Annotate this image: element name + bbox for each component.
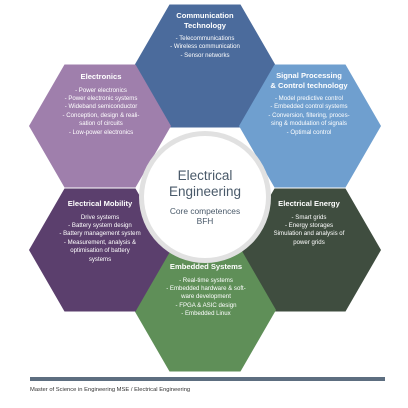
hex-energy-item: Simulation and analysis of — [273, 230, 345, 238]
footer-text: Master of Science in Engineering MSE / E… — [30, 387, 191, 393]
hex-signal-title-line: & Control technology — [270, 80, 348, 90]
hex-energy-item: power grids — [293, 238, 325, 246]
hex-electronics-title-line: Electronics — [80, 72, 122, 81]
center-subtitle-line1: Core competences — [169, 206, 241, 216]
hex-electronics-text: Electronics - Power electronics- Power e… — [44, 72, 158, 137]
center-title-line2: Engineering — [168, 184, 242, 199]
hex-energy-title-line: Electrical Energy — [278, 199, 340, 208]
hex-mobility-text: Electrical Mobility Drive systems- Batte… — [42, 199, 158, 264]
hex-communication-item: - Sensor networks — [180, 51, 230, 59]
hex-mobility-item: systems — [88, 255, 112, 263]
hex-electronics-item: - Conception, design & reali- — [62, 111, 140, 119]
hex-embedded-text: Embedded Systems - Real-time systems- Em… — [150, 262, 262, 319]
hexagon-communication — [134, 4, 276, 128]
hex-signal-text: Signal Processing& Control technology - … — [246, 71, 372, 137]
hexagon-mobility — [29, 188, 171, 312]
hex-electronics-items: - Power electronics- Power electronic sy… — [44, 87, 158, 137]
center-circle: Electrical Engineering Core competences … — [144, 136, 266, 258]
hexagon-electronics — [29, 64, 171, 188]
hex-signal-item: - Model predictive control — [274, 95, 344, 102]
hex-communication-item: - Telecommunications — [175, 35, 235, 42]
hex-electronics-item: - Power electronic systems — [64, 94, 138, 102]
hex-embedded-items: - Real-time systems- Embedded hardware &… — [150, 277, 262, 319]
hex-mobility-title: Electrical Mobility — [42, 199, 158, 209]
hex-embedded-title-line: Embedded Systems — [169, 262, 243, 271]
hex-signal-title-line: Signal Processing — [276, 71, 342, 80]
hex-mobility-item: optimisation of battery — [70, 247, 130, 255]
hex-embedded-item: ware development — [181, 293, 231, 301]
hexagon-embedded — [134, 248, 276, 372]
hex-energy-item: - Smart grids — [291, 213, 327, 221]
center-subtitle: Core competences BFH — [170, 206, 240, 226]
hex-embedded-title: Embedded Systems — [150, 262, 262, 272]
hex-signal-item: sing & modulation of signals — [271, 120, 347, 128]
hex-mobility-item: - Battery management system — [59, 230, 141, 238]
hex-electronics-item: - Low-power electronics — [68, 128, 134, 136]
center-title: Electrical Engineering — [169, 168, 241, 200]
hex-signal-item: - Conversion, filtering, proces- — [268, 111, 350, 119]
hex-energy-item: - Energy storages — [284, 221, 334, 229]
hex-mobility-title-line: Electrical Mobility — [67, 199, 133, 208]
hex-signal-item: - Optimal control — [286, 128, 332, 136]
hex-energy-title: Electrical Energy — [252, 199, 366, 209]
hex-communication-title-line: Technology — [183, 20, 227, 30]
hex-communication-title-line: Communication — [176, 11, 234, 20]
hex-signal-item: - Embedded control systems — [270, 103, 348, 111]
hex-electronics-title: Electronics — [44, 72, 158, 82]
hex-electronics-item: - Power electronics — [75, 86, 127, 94]
hex-embedded-item: - FPGA & ASIC design — [175, 301, 237, 309]
footer-bar — [30, 377, 385, 381]
hexagon-signal — [239, 64, 381, 188]
hex-signal-title: Signal Processing& Control technology — [246, 71, 372, 90]
hex-mobility-items: Drive systems- Battery system design- Ba… — [42, 214, 158, 264]
hex-signal-items: - Model predictive control- Embedded con… — [246, 95, 372, 137]
hex-communication-item: - Wireless communication — [170, 43, 240, 51]
hex-embedded-item: - Real-time systems — [179, 276, 233, 284]
hex-communication-items: - Telecommunications- Wireless communica… — [149, 35, 261, 60]
hex-mobility-item: Drive systems — [80, 213, 120, 221]
hexagon-energy — [239, 188, 381, 312]
hex-mobility-item: - Battery system design — [68, 221, 132, 229]
hex-electronics-item: sation of circuits — [79, 120, 123, 128]
hex-energy-text: Electrical Energy - Smart grids- Energy … — [252, 199, 366, 247]
hex-mobility-item: - Measurement, analysis & — [63, 238, 137, 246]
hex-embedded-item: - Embedded hardware & soft- — [166, 284, 246, 292]
hex-embedded-item: - Embedded Linux — [181, 310, 231, 318]
hex-electronics-item: - Wideband semiconductor — [64, 103, 138, 111]
center-subtitle-line2: BFH — [196, 216, 214, 226]
center-title-line1: Electrical — [177, 168, 233, 183]
